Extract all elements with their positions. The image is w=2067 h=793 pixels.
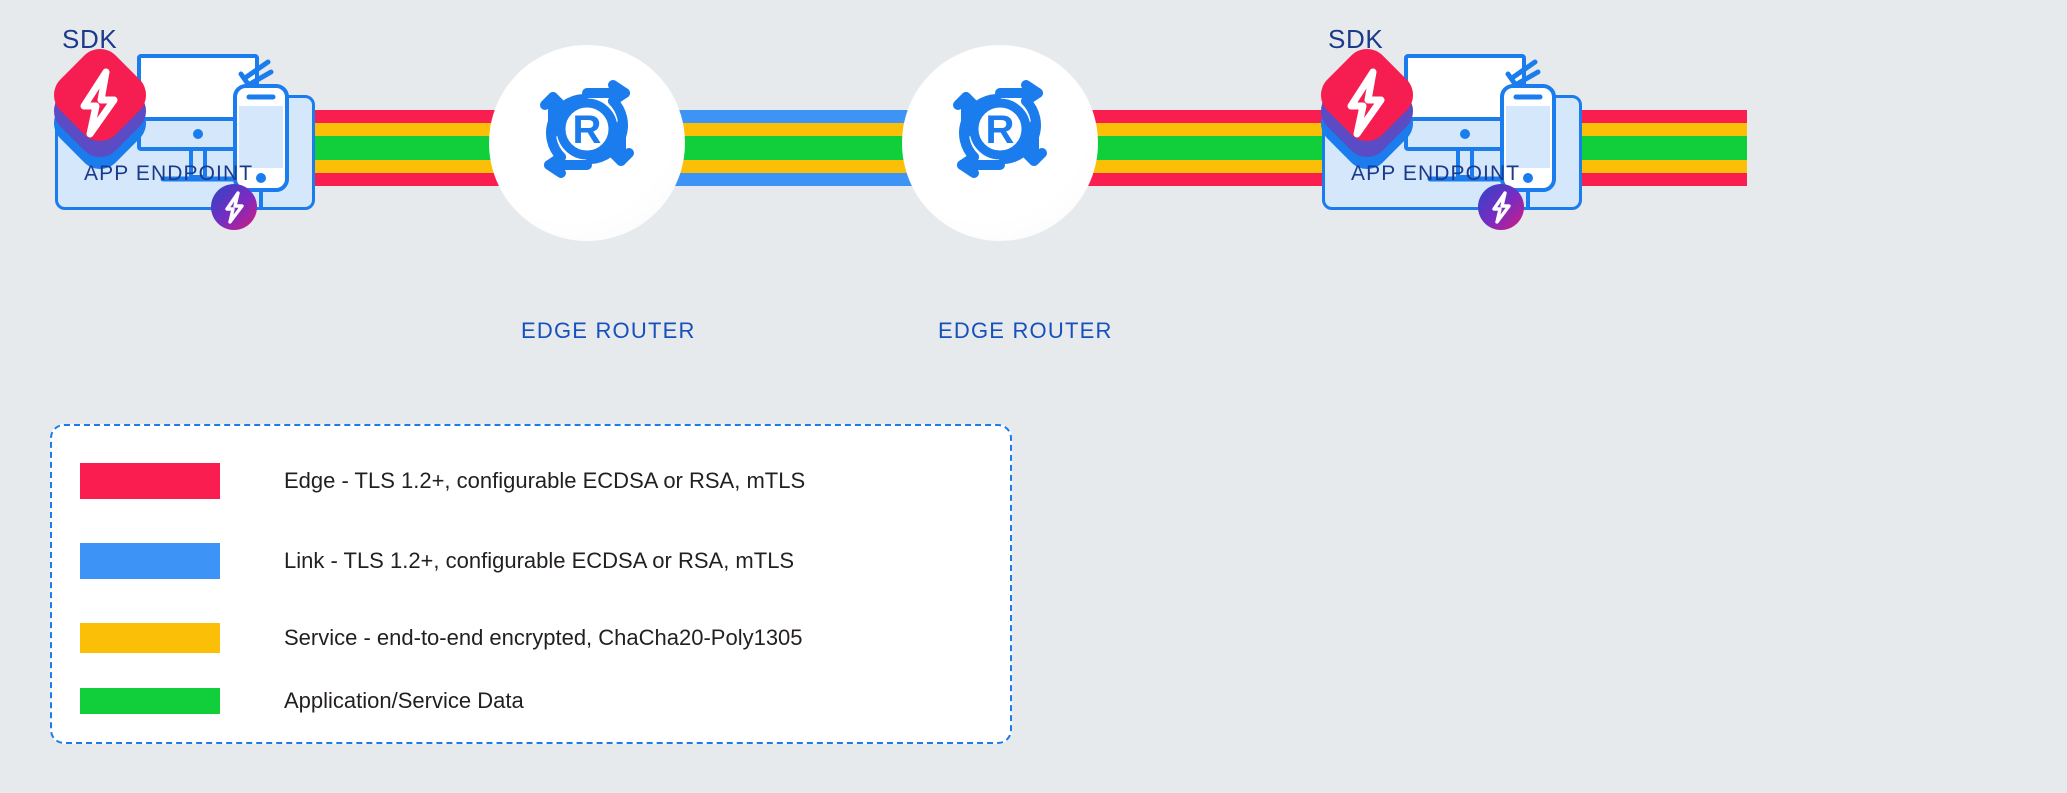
router-arrows-icon-left: R xyxy=(540,80,634,178)
sdk-stack-left xyxy=(40,39,160,179)
ziti-badge-right-icon xyxy=(1478,184,1524,230)
router-label-right: EDGE ROUTER xyxy=(938,318,1113,343)
band-service-left-top xyxy=(258,123,520,136)
ziti-bolt-icon xyxy=(80,68,118,138)
router-circle-right[interactable] xyxy=(902,45,1098,241)
legend-row-service: Service - end-to-end encrypted, ChaCha20… xyxy=(80,623,803,653)
legend-label-data: Application/Service Data xyxy=(284,688,524,713)
router-arrows-icon-right: R xyxy=(953,80,1047,178)
legend-label-service: Service - end-to-end encrypted, ChaCha20… xyxy=(284,625,803,650)
legend-swatch-service xyxy=(80,623,220,653)
legend-swatch-data xyxy=(80,688,220,714)
router-circle-left[interactable] xyxy=(489,45,685,241)
sdk-stack-right xyxy=(1307,39,1427,179)
band-link-mid-top xyxy=(648,110,940,123)
ziti-bolt-icon xyxy=(1347,68,1385,138)
band-link-mid-bot xyxy=(648,173,940,186)
router-label-left: EDGE ROUTER xyxy=(521,318,696,343)
device-group-left xyxy=(137,54,289,210)
band-service-left-bot xyxy=(258,160,520,173)
legend-swatch-link xyxy=(80,543,220,579)
legend-label-edge: Edge - TLS 1.2+, configurable ECDSA or R… xyxy=(284,468,806,493)
legend-row-data: Application/Service Data xyxy=(80,688,524,714)
ziti-badge-left-icon xyxy=(211,184,257,230)
legend-row-edge: Edge - TLS 1.2+, configurable ECDSA or R… xyxy=(80,463,805,499)
legend-label-link: Link - TLS 1.2+, configurable ECDSA or R… xyxy=(284,548,795,573)
legend-row-link: Link - TLS 1.2+, configurable ECDSA or R… xyxy=(80,543,794,579)
legend-swatch-edge xyxy=(80,463,220,499)
band-data-mid xyxy=(648,136,940,160)
endpoint-label-right: APP ENDPOINT xyxy=(1351,162,1521,185)
svg-text:R: R xyxy=(986,108,1015,152)
svg-text:R: R xyxy=(573,108,602,152)
endpoint-label-left: APP ENDPOINT xyxy=(84,162,254,185)
sdk-label-right: SDK xyxy=(1328,24,1384,54)
band-service-mid-top xyxy=(648,123,940,136)
band-service-mid-bot xyxy=(648,160,940,173)
band-edge-left-top xyxy=(258,110,520,123)
sdk-label-left: SDK xyxy=(62,24,118,54)
device-group-right xyxy=(1404,54,1556,210)
band-edge-left-bot xyxy=(258,173,520,186)
